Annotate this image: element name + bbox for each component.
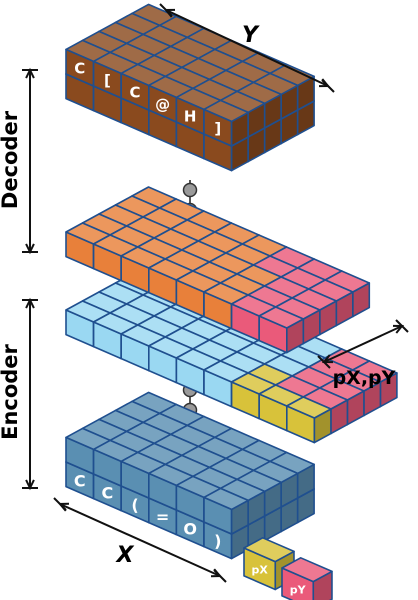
- decoder-token: C: [129, 84, 140, 102]
- decoder-token: [: [104, 72, 111, 90]
- py-cube: [281, 556, 333, 600]
- encoder-token: O: [183, 519, 197, 538]
- p-axis-label: pX,pY: [333, 367, 396, 389]
- encoder-token: ): [214, 531, 221, 550]
- encoder-token: C: [102, 483, 114, 502]
- encoder-token: =: [156, 507, 169, 526]
- decoder-token-block-cube: [203, 99, 249, 147]
- decoder-token: H: [184, 108, 197, 126]
- y-axis-label: Y: [242, 23, 260, 48]
- decoder-token: ]: [214, 120, 221, 138]
- encoder-token-block: [65, 391, 315, 560]
- encoder-token: (: [131, 495, 138, 514]
- p-dimension-arrow: [321, 324, 405, 364]
- decoder-embedding-block: [65, 186, 371, 354]
- decoder-token: C: [74, 60, 85, 78]
- px-cube-label: pX: [251, 564, 268, 577]
- decoder-span-arrow: [25, 67, 35, 255]
- py-cube-label: pY: [290, 584, 307, 597]
- encoder-token: C: [74, 471, 86, 490]
- encoder-embedding-block-cube: [285, 396, 332, 444]
- encoder-span-arrow: [25, 297, 35, 491]
- x-axis-label: X: [115, 543, 135, 568]
- decoder-embedding-block-cube: [258, 306, 305, 354]
- decoder-label: Decoder: [0, 110, 22, 209]
- decoder-token: @: [155, 96, 170, 114]
- encoder-token-block-cube: [203, 487, 249, 535]
- encoder-label: Encoder: [0, 343, 22, 439]
- decoder-token-block: [65, 3, 315, 172]
